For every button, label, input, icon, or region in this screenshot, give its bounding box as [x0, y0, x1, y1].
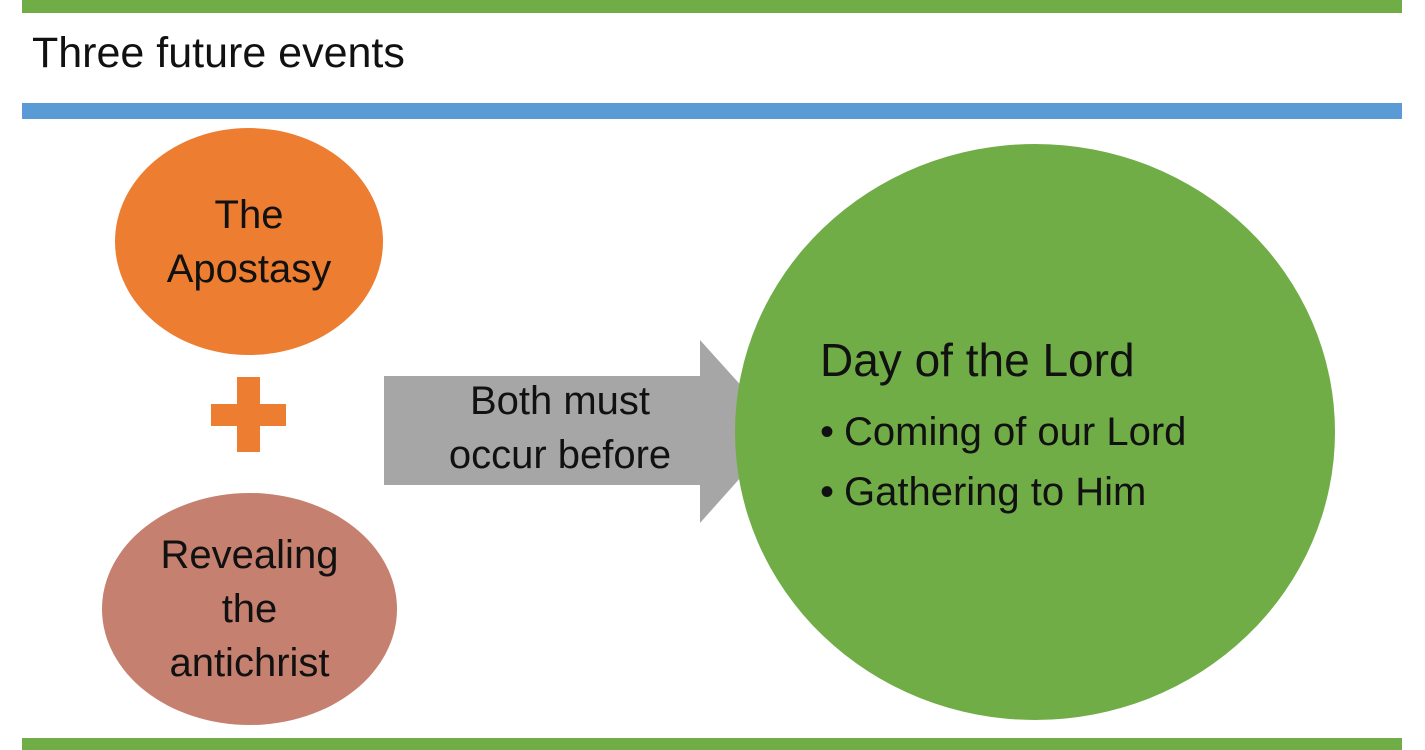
- right-arrow: Both must occur before: [384, 340, 782, 523]
- title-divider-bar: [22, 103, 1402, 119]
- bullet-text-gathering: Gathering to Him: [844, 470, 1147, 514]
- top-accent-bar: [22, 0, 1402, 13]
- slide-title: Three future events: [32, 29, 405, 77]
- day-of-lord-heading: Day of the Lord: [820, 334, 1135, 386]
- right-arrow-polygon: [384, 340, 782, 523]
- bullet-item-gathering: • Gathering to Him: [820, 462, 1186, 522]
- bullet-dot: •: [820, 410, 835, 454]
- day-of-lord-content: Day of the Lord • Coming of our Lord • G…: [820, 330, 1186, 522]
- bullet-text-coming: Coming of our Lord: [844, 410, 1187, 454]
- right-arrow-shape: [384, 340, 782, 523]
- arrow-label: Both must occur before: [448, 379, 672, 477]
- bullet-dot: •: [820, 470, 835, 514]
- antichrist-ellipse: Revealing the antichrist: [102, 493, 397, 725]
- bullet-item-coming: • Coming of our Lord: [820, 402, 1186, 462]
- antichrist-label: Revealing the antichrist: [160, 533, 339, 685]
- bottom-accent-bar: [22, 738, 1402, 750]
- plus-icon-horizontal: [211, 404, 286, 426]
- day-of-lord-circle: [735, 144, 1335, 720]
- apostasy-ellipse: The Apostasy: [115, 128, 383, 355]
- apostasy-label: The Apostasy: [166, 192, 332, 291]
- plus-icon: [211, 377, 286, 452]
